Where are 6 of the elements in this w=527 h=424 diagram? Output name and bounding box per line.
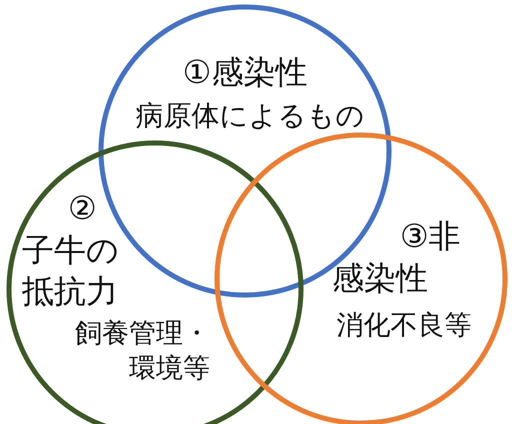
circle-text: 病原体によるもの xyxy=(134,98,366,134)
circle-heading: ③非感染性 xyxy=(332,216,462,299)
circle-text: 消化不良等 xyxy=(336,309,472,343)
circle-heading: ②子牛の抵抗力 xyxy=(22,188,120,312)
circle-heading: ①感染性 xyxy=(182,52,308,93)
circle-text: 飼養管理・環境等 xyxy=(74,317,210,386)
